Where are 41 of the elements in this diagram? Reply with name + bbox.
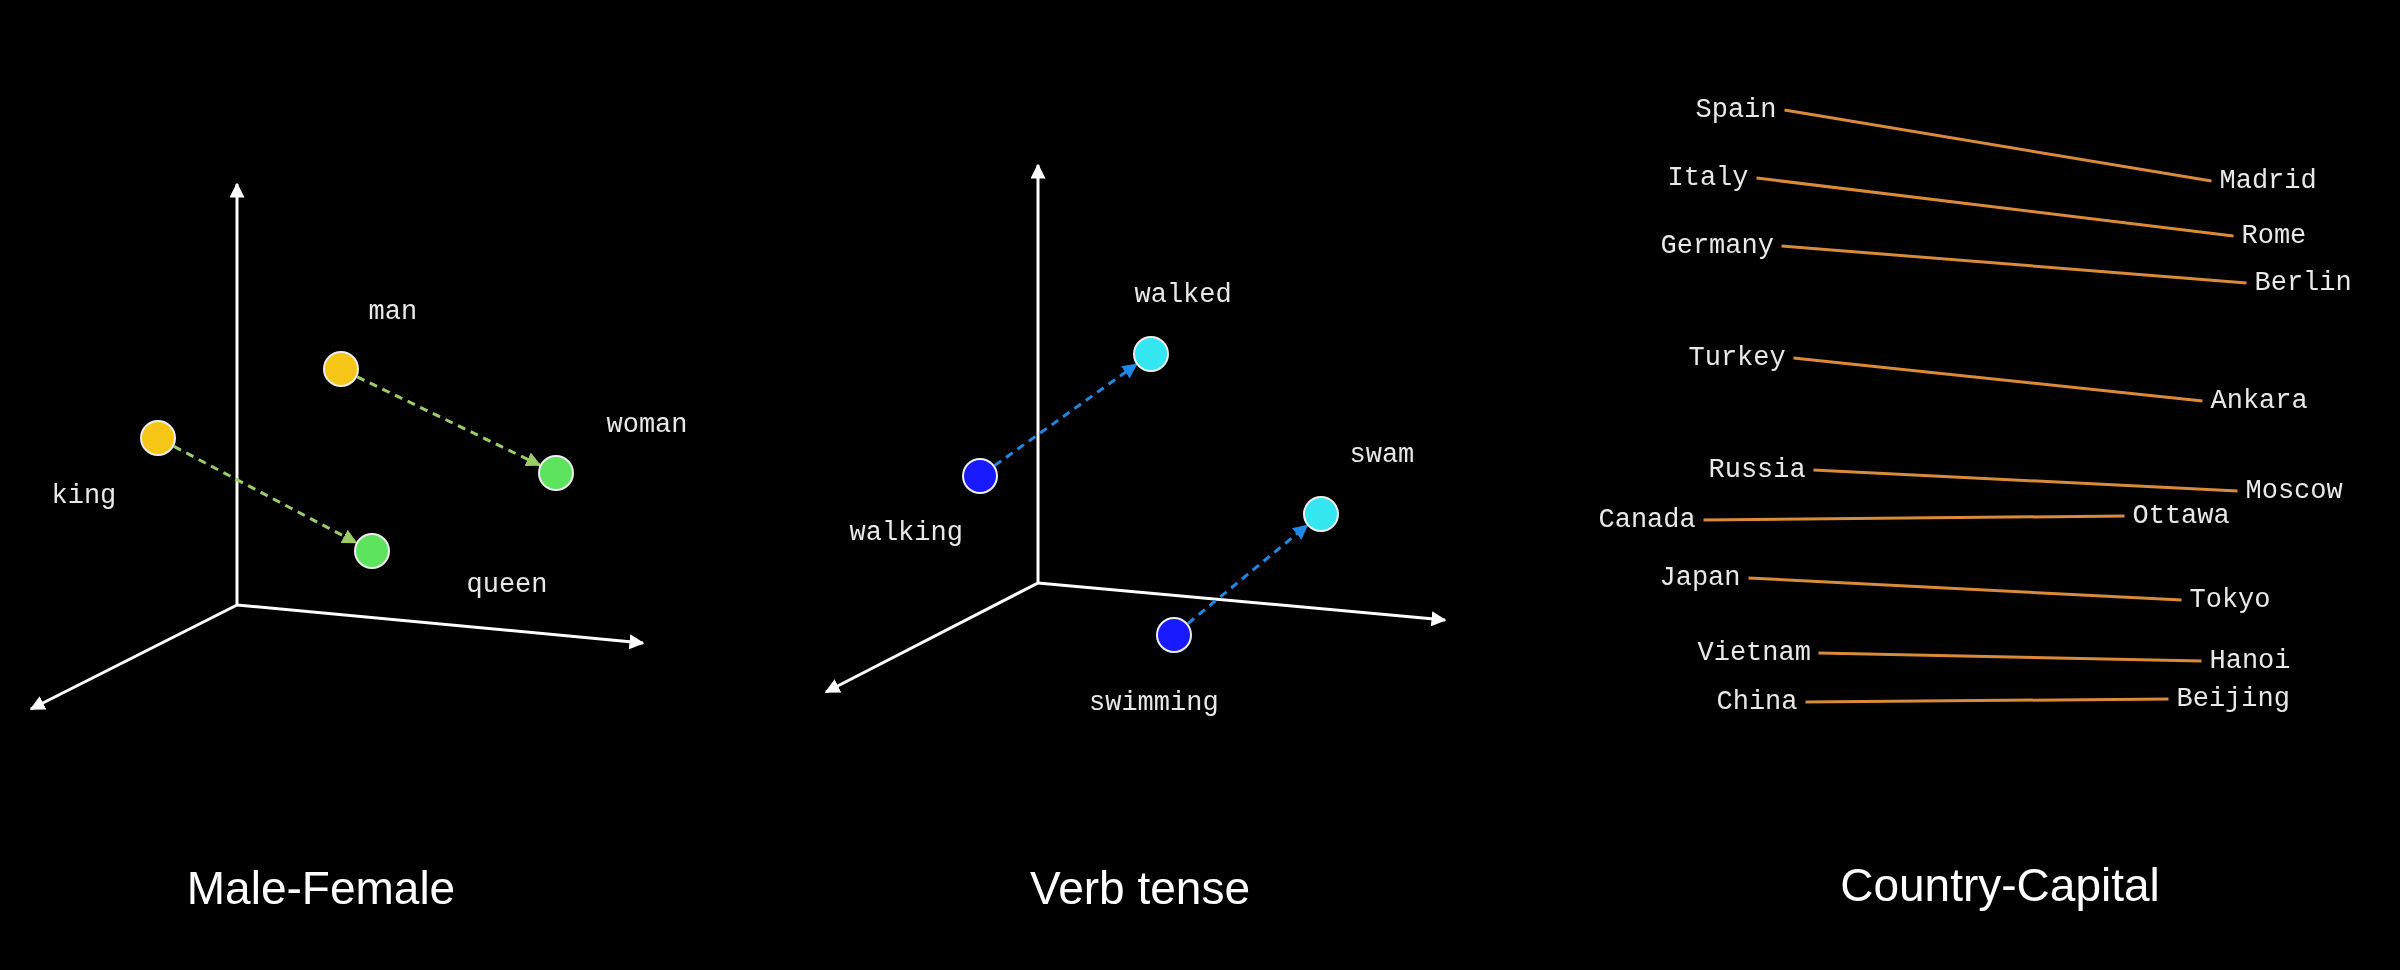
word-label: Vietnam [1697,639,1811,667]
connector-line [1805,697,2169,704]
word-label: Madrid [2219,167,2317,195]
word-label: Italy [1667,164,1749,192]
connector-line [1813,468,2238,493]
dashed-arrow [1186,524,1309,625]
connector-line [1781,244,2247,285]
panel-caption: Male-Female [186,865,456,911]
connector-line [1703,514,2125,522]
connector-line [1793,356,2203,403]
word-label: Beijing [2176,685,2290,713]
dashed-arrow [356,375,542,467]
connector-line [1784,108,2212,183]
word-label: woman [606,411,688,439]
connector-line [1748,576,2182,602]
dashed-arrow [993,363,1138,467]
word-label: king [51,482,117,510]
word-label: Spain [1695,96,1777,124]
word-label: walking [849,519,963,547]
connector-line [1818,651,2202,663]
word-label: Rome [2241,222,2307,250]
word-label: Berlin [2254,269,2352,297]
word-label: Hanoi [2209,647,2291,675]
word-label: China [1716,688,1798,716]
word-label: walked [1134,281,1232,309]
word-label: Germany [1660,232,1774,260]
word-label: Tokyo [2189,586,2271,614]
word-label: Japan [1659,564,1741,592]
dashed-arrow [173,445,358,544]
word-label: queen [466,571,548,599]
word-label: Ankara [2210,387,2308,415]
word-label: swimming [1089,689,1219,717]
word-label: man [368,298,418,326]
word-label: Russia [1708,456,1806,484]
word-label: Moscow [2245,477,2343,505]
connector-line [1756,176,2234,238]
word-label: Canada [1598,506,1696,534]
word-label: swam [1349,441,1415,469]
word-label: Turkey [1688,344,1786,372]
word-label: Ottawa [2132,502,2230,530]
panel-caption: Verb tense [1030,865,1250,911]
